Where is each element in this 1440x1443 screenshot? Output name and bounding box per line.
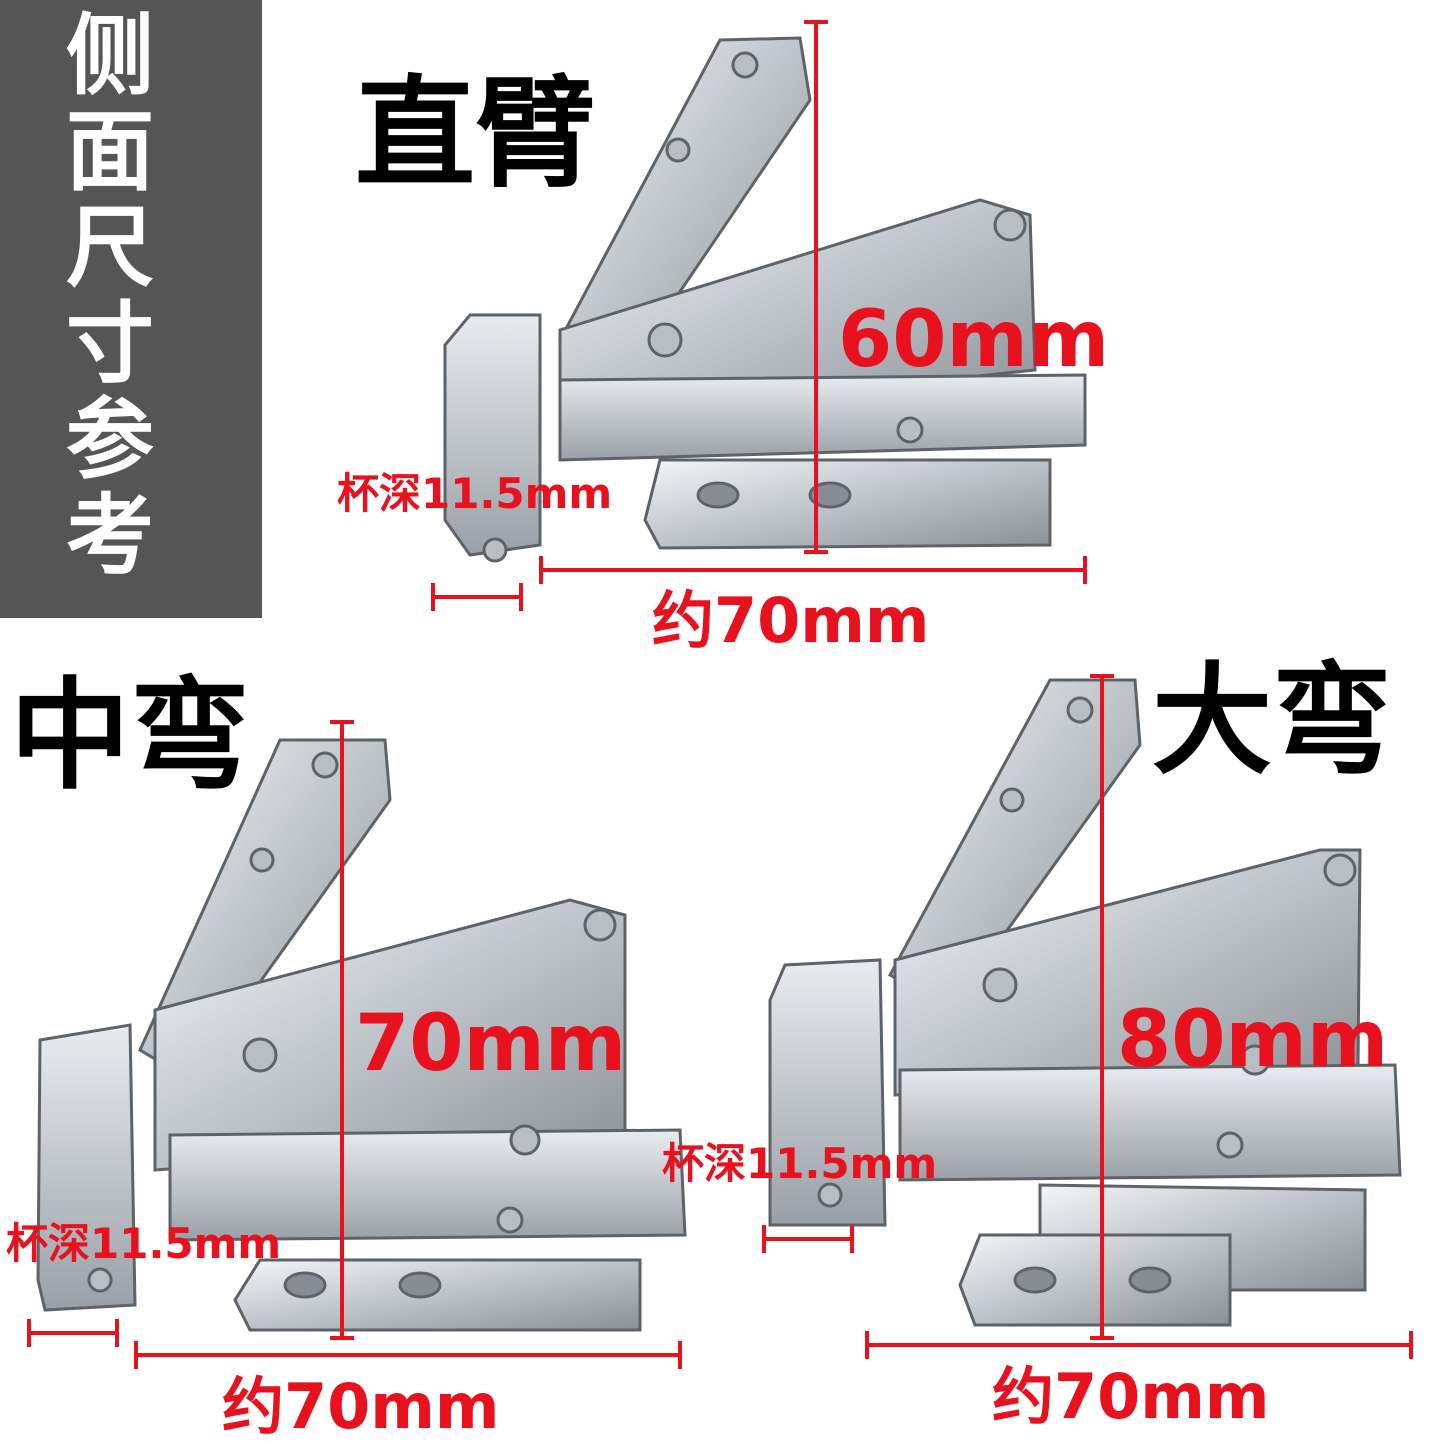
width-line-3 xyxy=(865,1331,1413,1359)
cup-line-2 xyxy=(27,1319,119,1347)
side-panel-title: 侧面尺寸参考 xyxy=(65,4,154,587)
width-line-2 xyxy=(134,1341,682,1369)
cup-line-1 xyxy=(431,583,523,611)
width-label-large: 约70mm xyxy=(992,1360,1270,1433)
height-line-2 xyxy=(330,720,354,1340)
hinge-large-bend xyxy=(768,678,1402,1327)
height-line-3 xyxy=(1090,674,1114,1340)
hinge-straight-arm xyxy=(443,36,1087,563)
dimension-lines xyxy=(27,20,1413,1369)
height-label-large: 80mm xyxy=(1117,995,1389,1085)
hinge-medium-bend xyxy=(36,738,687,1332)
cup-depth-label-large: 杯深11.5mm xyxy=(662,1139,938,1188)
variant-title-large: 大弯 xyxy=(1152,652,1392,791)
variant-title-straight: 直臂 xyxy=(355,65,595,204)
width-label-straight: 约70mm xyxy=(652,584,930,657)
height-label-straight: 60mm xyxy=(838,295,1110,385)
cup-line-3 xyxy=(762,1225,854,1253)
height-line-1 xyxy=(804,20,828,554)
width-line-1 xyxy=(539,556,1087,584)
cup-depth-label-straight: 杯深11.5mm xyxy=(337,469,613,518)
height-label-medium: 70mm xyxy=(355,999,627,1089)
width-label-medium: 约70mm xyxy=(222,1370,500,1443)
variant-title-medium: 中弯 xyxy=(10,667,250,806)
side-panel: 侧面尺寸参考 xyxy=(0,0,262,618)
cup-depth-label-medium: 杯深11.5mm xyxy=(6,1219,282,1268)
